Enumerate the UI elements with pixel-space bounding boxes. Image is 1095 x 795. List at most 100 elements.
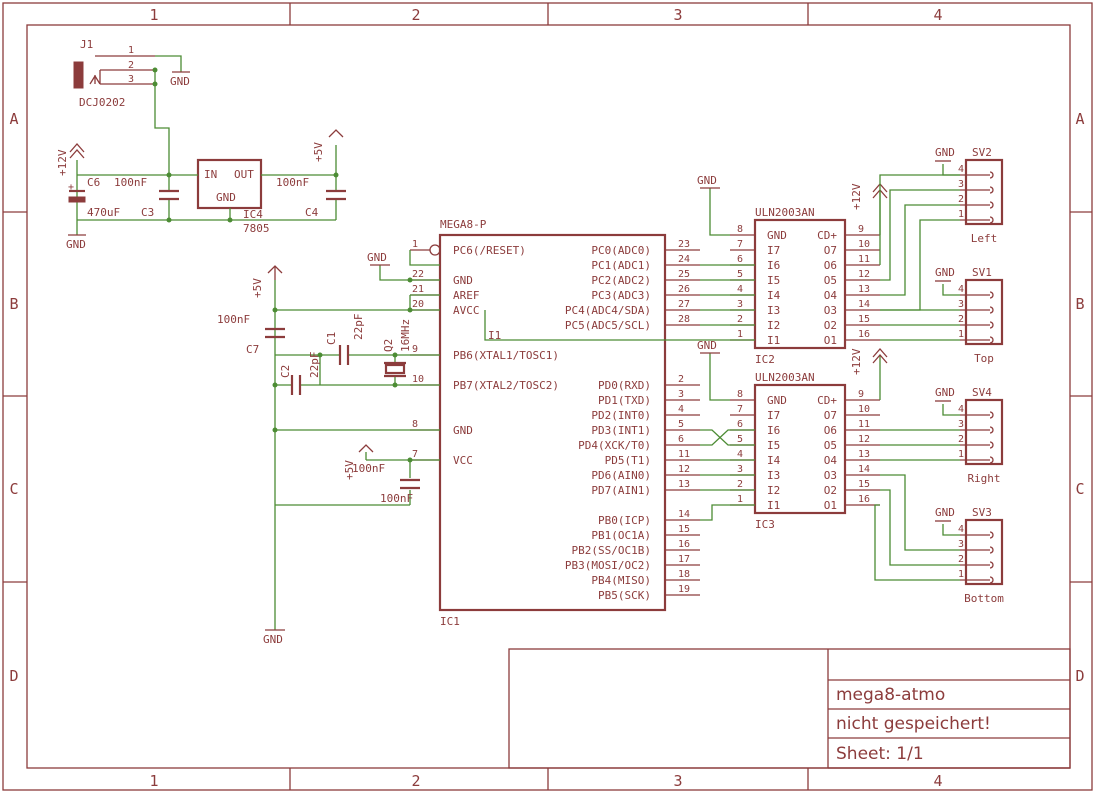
capacitor-c3: C3 100nF — [114, 176, 179, 219]
power-jack-j1: J1 DCJ0202 1 2 3 — [73, 38, 155, 109]
mcu-pin-number: 5 — [678, 419, 684, 430]
column-label: 1 — [149, 772, 158, 790]
driver-output-label: CD+ — [817, 394, 837, 407]
mcu-pin-number: 20 — [412, 299, 424, 310]
j1-pin-label: 1 — [128, 45, 134, 56]
connector-pin-cap — [989, 441, 994, 449]
connector-pin-number: 3 — [958, 539, 964, 550]
driver-pin-number: 15 — [858, 479, 870, 490]
crystal-q2: Q2 16MHz — [382, 319, 412, 378]
mcu-pin-label: PC5(ADC5/SCL) — [565, 319, 651, 332]
gnd-label: GND — [170, 75, 190, 88]
driver-name: IC2 — [755, 353, 775, 366]
mcu-right-pins: 23PC0(ADC0)24PC1(ADC1)25PC2(ADC2)26PC3(A… — [565, 239, 700, 602]
connector-caption: Left — [971, 232, 998, 245]
row-label: B — [1075, 295, 1084, 313]
mcu-pin-label: PD1(TXD) — [598, 394, 651, 407]
column-label: 3 — [673, 772, 682, 790]
drawing-name: mega8-atmo — [836, 685, 945, 705]
mcu-pin-number: 11 — [678, 449, 690, 460]
connector-pin-number: 4 — [958, 524, 964, 535]
mcu-pin-number: 18 — [678, 569, 690, 580]
capacitor-c1: C1 22pF — [325, 314, 365, 365]
connector-gnd-wire — [942, 524, 960, 536]
driver-pin-number: 15 — [858, 314, 870, 325]
driver-body — [753, 218, 847, 350]
mcu-pin-number: 9 — [412, 344, 418, 355]
capacitor-c2: C2 22pF — [279, 352, 321, 395]
column-labels-top: 1 2 3 4 — [149, 6, 942, 24]
plus5-label: +5V — [312, 142, 325, 162]
reg-pin-gnd: GND — [216, 191, 236, 204]
connector-pin-cap — [989, 531, 994, 539]
driver-input-label: I7 — [767, 409, 780, 422]
c1-value: 22pF — [352, 314, 365, 341]
driver-output-label: O5 — [824, 274, 837, 287]
mcu-pin-label: PB0(ICP) — [598, 514, 651, 527]
reg-pin-in: IN — [204, 168, 217, 181]
connector-pin-cap — [989, 291, 994, 299]
mcu-pin-label: PC6(/RESET) — [453, 244, 526, 257]
mcu-pin-label: PB5(SCK) — [598, 589, 651, 602]
gnd-label: GND — [697, 174, 717, 187]
connector-caption: Right — [967, 472, 1000, 485]
mcu-plus5-top: +5V — [251, 265, 283, 298]
driver-pin-number: 8 — [737, 389, 743, 400]
connector-pin-cap — [989, 576, 994, 584]
connector-pin-number: 3 — [958, 299, 964, 310]
mcu-plus5-vcc: +5V — [343, 444, 374, 480]
driver-pin-number: 11 — [858, 419, 870, 430]
connector-pin-cap — [989, 456, 994, 464]
j1-wiring: GND — [152, 55, 190, 175]
connector-name: SV4 — [972, 386, 992, 399]
driver-pin-number: 9 — [858, 224, 864, 235]
driver-pin-number: 13 — [858, 284, 870, 295]
driver-pin-number: 11 — [858, 254, 870, 265]
column-label: 3 — [673, 6, 682, 24]
gnd-label: GND — [263, 633, 283, 646]
driver-pin-number: 9 — [858, 389, 864, 400]
mcu-pin-number: 28 — [678, 314, 690, 325]
row-label: A — [1075, 110, 1084, 128]
mcu-support-wiring — [272, 250, 440, 630]
driver-input-label: GND — [767, 229, 787, 242]
reg-name: IC4 — [243, 208, 263, 221]
gnd-label: GND — [935, 506, 955, 519]
driver-pin-number: 1 — [737, 494, 743, 505]
mcu-gnd-bottom: GND — [263, 629, 285, 646]
driver-pin-number: 2 — [737, 479, 743, 490]
driver-output-label: O2 — [824, 484, 837, 497]
mcu-pin-label: PB3(MOSI/OC2) — [565, 559, 651, 572]
driver-input-label: GND — [767, 394, 787, 407]
mcu-pin-label: PD5(T1) — [605, 454, 651, 467]
plus5-label: +5V — [343, 460, 356, 480]
driver-input-label: I1 — [767, 334, 780, 347]
driver-output-label: O4 — [824, 289, 838, 302]
mcu-pin-label: AVCC — [453, 304, 480, 317]
driver-body — [753, 383, 847, 515]
gnd-label: GND — [935, 386, 955, 399]
row-label: D — [1075, 667, 1084, 685]
mcu-pin-number: 25 — [678, 269, 690, 280]
driver-pin-number: 4 — [737, 449, 743, 460]
mcu-pin-number: 24 — [678, 254, 690, 265]
connector-pin-cap — [989, 321, 994, 329]
connectors: SV2GNDLeft4321SV1GNDTop4321SV4GNDRight43… — [935, 146, 1004, 605]
capacitor-c5: 100nF 100nF C5 — [352, 462, 420, 505]
driver-pin-number: 16 — [858, 494, 870, 505]
c4-name: C4 — [305, 206, 319, 219]
row-label: A — [9, 110, 18, 128]
j1-value: DCJ0202 — [79, 96, 125, 109]
driver-pin-number: 12 — [858, 269, 870, 280]
connector-body — [964, 158, 1004, 226]
driver-pin-number: 5 — [737, 269, 743, 280]
mcu-pin-number: 4 — [678, 404, 684, 415]
c4-value: 100nF — [276, 176, 309, 189]
connector-pin-cap — [989, 426, 994, 434]
mcu-pin-number: 15 — [678, 524, 690, 535]
c3-name: C3 — [141, 206, 154, 219]
mcu-pin-label: PD6(AIN0) — [591, 469, 651, 482]
